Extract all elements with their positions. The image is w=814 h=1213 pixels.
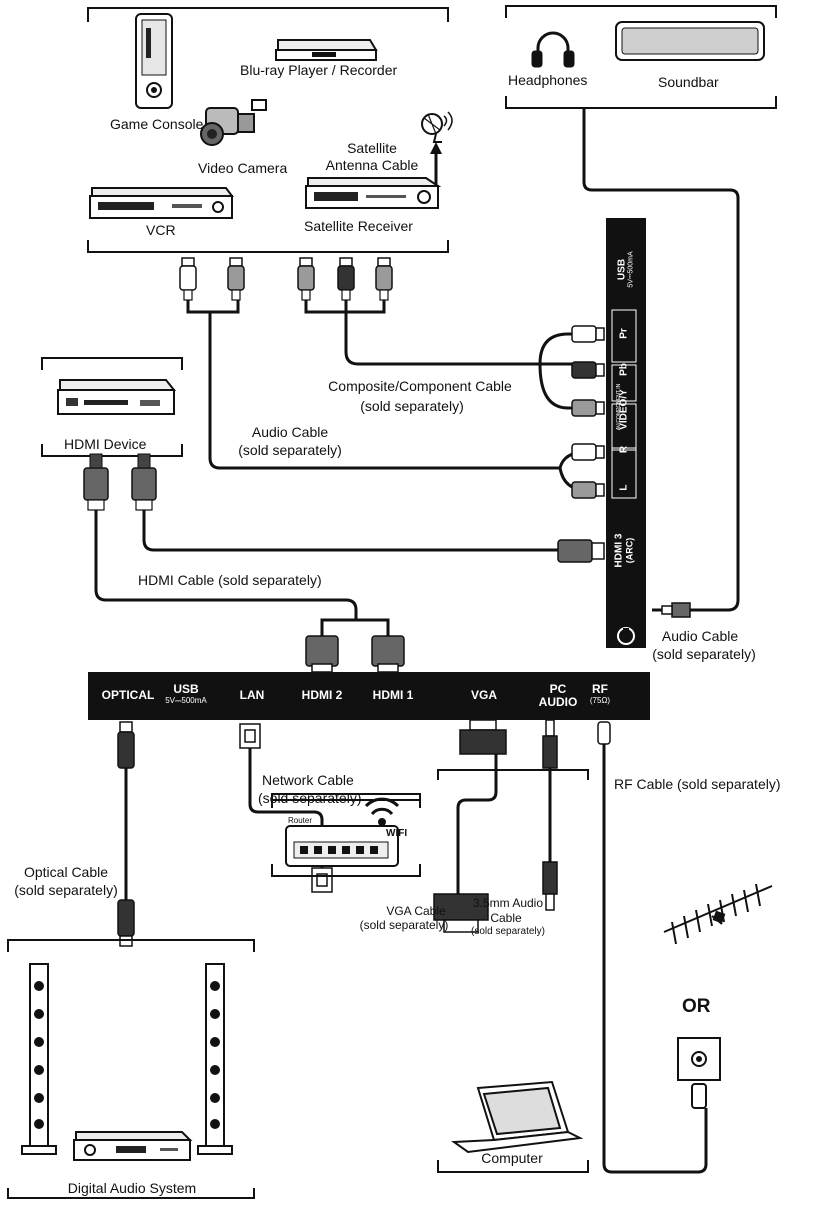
port-usb-spec: 5V⎓500mA — [165, 696, 207, 705]
side-port-l: L — [618, 484, 630, 491]
router-icon — [285, 825, 399, 867]
headphones-label: Headphones — [508, 72, 588, 88]
side-port-av-note: AV/COMPONENT IN — [616, 383, 622, 431]
audio-cable-note: (sold separately) — [238, 442, 342, 458]
port-pc-audio-l1: PC — [549, 682, 567, 696]
rf-plug — [597, 721, 611, 745]
audio-cable-label: Audio Cable — [251, 424, 329, 440]
hdmi-device-icon — [57, 379, 177, 415]
audio-cable-right-note: (sold separately) — [652, 646, 756, 662]
soundbar-label: Soundbar — [658, 74, 719, 90]
bluray-label: Blu-ray Player / Recorder — [240, 62, 398, 78]
vga-cable-note: (sold separately) — [359, 918, 449, 932]
vga-plugs — [433, 719, 507, 933]
side-port-usb-spec: 5V⎓500mA — [627, 251, 635, 288]
hdmi-cable-label: HDMI Cable (sold separately) — [138, 572, 322, 588]
wifi-icon — [364, 797, 400, 826]
vga-cable-label: VGA Cable — [386, 904, 446, 918]
pc-audio-plugs — [542, 719, 558, 911]
port-pc-audio-l2: AUDIO — [538, 695, 578, 709]
satellite-dish-icon — [421, 111, 453, 143]
composite-cable-label: Composite/Component Cable — [328, 378, 512, 394]
network-cable-label: Network Cable — [262, 772, 354, 788]
digital-audio-bracket — [7, 939, 255, 1199]
top-devices-bracket — [87, 7, 449, 253]
port-vga: VGA — [470, 688, 498, 702]
vcr-label: VCR — [146, 222, 176, 238]
game-console-icon — [135, 13, 173, 109]
wall-outlet-icon — [677, 1037, 721, 1109]
port-optical: OPTICAL — [101, 688, 155, 702]
video-camera-icon — [200, 99, 267, 146]
satellite-receiver-icon — [305, 177, 442, 209]
av-receiver-icon — [73, 1131, 193, 1161]
satellite-antenna-cable-label: Satellite Antenna Cable — [325, 140, 419, 173]
headphone-jack-plug — [652, 602, 691, 618]
side-port-hdmi3-label: HDMI 3 — [613, 533, 625, 568]
headphones-icon — [531, 31, 575, 68]
digital-audio-label: Digital Audio System — [67, 1180, 197, 1196]
port-hdmi1: HDMI 1 — [372, 688, 414, 702]
audio35-cable-label: 3.5mm Audio — [472, 896, 544, 910]
video-camera-label: Video Camera — [198, 160, 288, 176]
soundbar-icon — [615, 21, 765, 61]
router-box-bracket — [271, 793, 421, 877]
audio-cable-right-label: Audio Cable — [661, 628, 739, 644]
computer-label: Computer — [481, 1150, 543, 1166]
rf-cable-label: RF Cable (sold separately) — [614, 776, 781, 792]
or-label: OR — [682, 996, 711, 1017]
hdmi-device-label: HDMI Device — [64, 436, 147, 452]
side-rca-plugs — [571, 325, 605, 499]
speaker-left-icon — [21, 963, 57, 1155]
laptop-icon — [451, 1080, 584, 1154]
network-cable-note: (sold separately) — [258, 790, 362, 806]
hdmi-plugs-bottom — [305, 635, 405, 673]
tv-side-panel — [606, 218, 646, 648]
composite-cable-note: (sold separately) — [360, 398, 464, 414]
side-port-arc: (ARC) — [624, 537, 635, 564]
port-hdmi2: HDMI 2 — [301, 688, 343, 702]
audio35-cable-note: (sold separately) — [471, 926, 545, 937]
satellite-receiver-label: Satellite Receiver — [304, 218, 413, 234]
cables — [94, 108, 740, 1174]
wifi-label: WIFI — [386, 828, 408, 839]
port-rf-spec: (75Ω) — [589, 696, 611, 705]
port-lan: LAN — [239, 688, 265, 702]
tv-bottom-panel — [88, 672, 650, 720]
optical-plugs — [117, 721, 135, 947]
side-port-pr: Pr — [618, 328, 630, 339]
port-rf: RF(75Ω) — [589, 682, 611, 706]
port-rf-label: RF — [592, 682, 608, 696]
hdmi-device-bracket — [41, 357, 183, 457]
lan-plugs — [239, 723, 333, 893]
bluray-player-icon — [275, 39, 378, 61]
game-console-label: Game Console — [110, 116, 204, 132]
speaker-right-icon — [197, 963, 233, 1155]
side-port-hdmi3: HDMI 3(ARC) — [614, 527, 635, 575]
optical-cable-label: Optical Cable — [23, 864, 109, 880]
computer-bracket — [437, 769, 589, 1173]
router-label: Router — [288, 816, 313, 825]
hdmi3-plug — [557, 539, 605, 563]
optical-cable-note: (sold separately) — [14, 882, 118, 898]
audio-out-bracket — [505, 5, 777, 109]
side-port-usb-label: USB — [616, 258, 628, 281]
audio35-cable-line2: Cable — [490, 911, 522, 925]
side-port-r: R — [618, 445, 630, 454]
vcr-icon — [89, 187, 234, 219]
port-usb-label: USB — [173, 682, 199, 696]
